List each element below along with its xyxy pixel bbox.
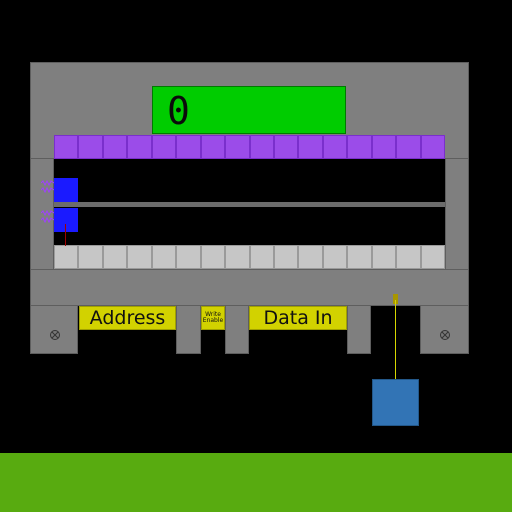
machine-bottom-panel bbox=[30, 269, 469, 306]
spring-icon bbox=[41, 180, 54, 194]
blue-block-lower[interactable] bbox=[54, 208, 78, 232]
weight-box[interactable] bbox=[372, 379, 419, 426]
gray-bit-row bbox=[54, 245, 445, 269]
gray-bit-cell[interactable] bbox=[249, 245, 274, 269]
gray-bit-cell[interactable] bbox=[420, 245, 445, 269]
screw-icon bbox=[440, 325, 450, 340]
machine-right-wall bbox=[445, 158, 469, 270]
right-foot bbox=[420, 305, 469, 354]
pin-stick bbox=[65, 224, 66, 246]
gray-bit-cell[interactable] bbox=[176, 245, 201, 269]
leg-3 bbox=[347, 305, 371, 354]
purple-bit-cell[interactable] bbox=[420, 135, 445, 159]
gray-bit-cell[interactable] bbox=[371, 245, 397, 269]
ground bbox=[0, 453, 512, 512]
write-enable-label[interactable]: Write Enable bbox=[201, 306, 225, 330]
purple-bit-cell[interactable] bbox=[102, 135, 128, 159]
gray-bit-cell[interactable] bbox=[347, 245, 372, 269]
purple-bit-cell[interactable] bbox=[396, 135, 421, 159]
gray-bit-cell[interactable] bbox=[127, 245, 152, 269]
gray-bit-cell[interactable] bbox=[396, 245, 421, 269]
screw-icon bbox=[50, 325, 60, 340]
purple-bit-cell[interactable] bbox=[371, 135, 397, 159]
gray-bit-cell[interactable] bbox=[54, 245, 79, 269]
purple-bit-cell[interactable] bbox=[225, 135, 250, 159]
gray-bit-cell[interactable] bbox=[78, 245, 103, 269]
blue-block-upper[interactable] bbox=[54, 178, 78, 202]
leg-2 bbox=[225, 305, 249, 354]
purple-bit-cell[interactable] bbox=[127, 135, 152, 159]
purple-bit-cell[interactable] bbox=[151, 135, 177, 159]
gray-bit-cell[interactable] bbox=[322, 245, 348, 269]
purple-bit-cell[interactable] bbox=[347, 135, 372, 159]
output-display: 0 bbox=[152, 86, 346, 134]
spring-icon bbox=[41, 210, 54, 224]
purple-bit-cell[interactable] bbox=[249, 135, 274, 159]
purple-bit-cell[interactable] bbox=[176, 135, 201, 159]
left-foot bbox=[30, 305, 78, 354]
purple-bit-cell[interactable] bbox=[54, 135, 79, 159]
purple-bit-row bbox=[54, 135, 445, 159]
gray-bit-cell[interactable] bbox=[151, 245, 177, 269]
purple-bit-cell[interactable] bbox=[322, 135, 348, 159]
data-in-label[interactable]: Data In bbox=[249, 306, 347, 330]
address-label[interactable]: Address bbox=[79, 306, 176, 330]
gray-bit-cell[interactable] bbox=[273, 245, 299, 269]
gray-bit-cell[interactable] bbox=[102, 245, 128, 269]
chamber-divider bbox=[54, 202, 445, 207]
gray-bit-cell[interactable] bbox=[225, 245, 250, 269]
wire-anchor bbox=[393, 294, 398, 304]
display-value: 0 bbox=[167, 89, 190, 133]
wire bbox=[395, 300, 396, 380]
purple-bit-cell[interactable] bbox=[273, 135, 299, 159]
purple-bit-cell[interactable] bbox=[298, 135, 323, 159]
gray-bit-cell[interactable] bbox=[200, 245, 226, 269]
gray-bit-cell[interactable] bbox=[298, 245, 323, 269]
leg-1 bbox=[176, 305, 201, 354]
purple-bit-cell[interactable] bbox=[200, 135, 226, 159]
purple-bit-cell[interactable] bbox=[78, 135, 103, 159]
